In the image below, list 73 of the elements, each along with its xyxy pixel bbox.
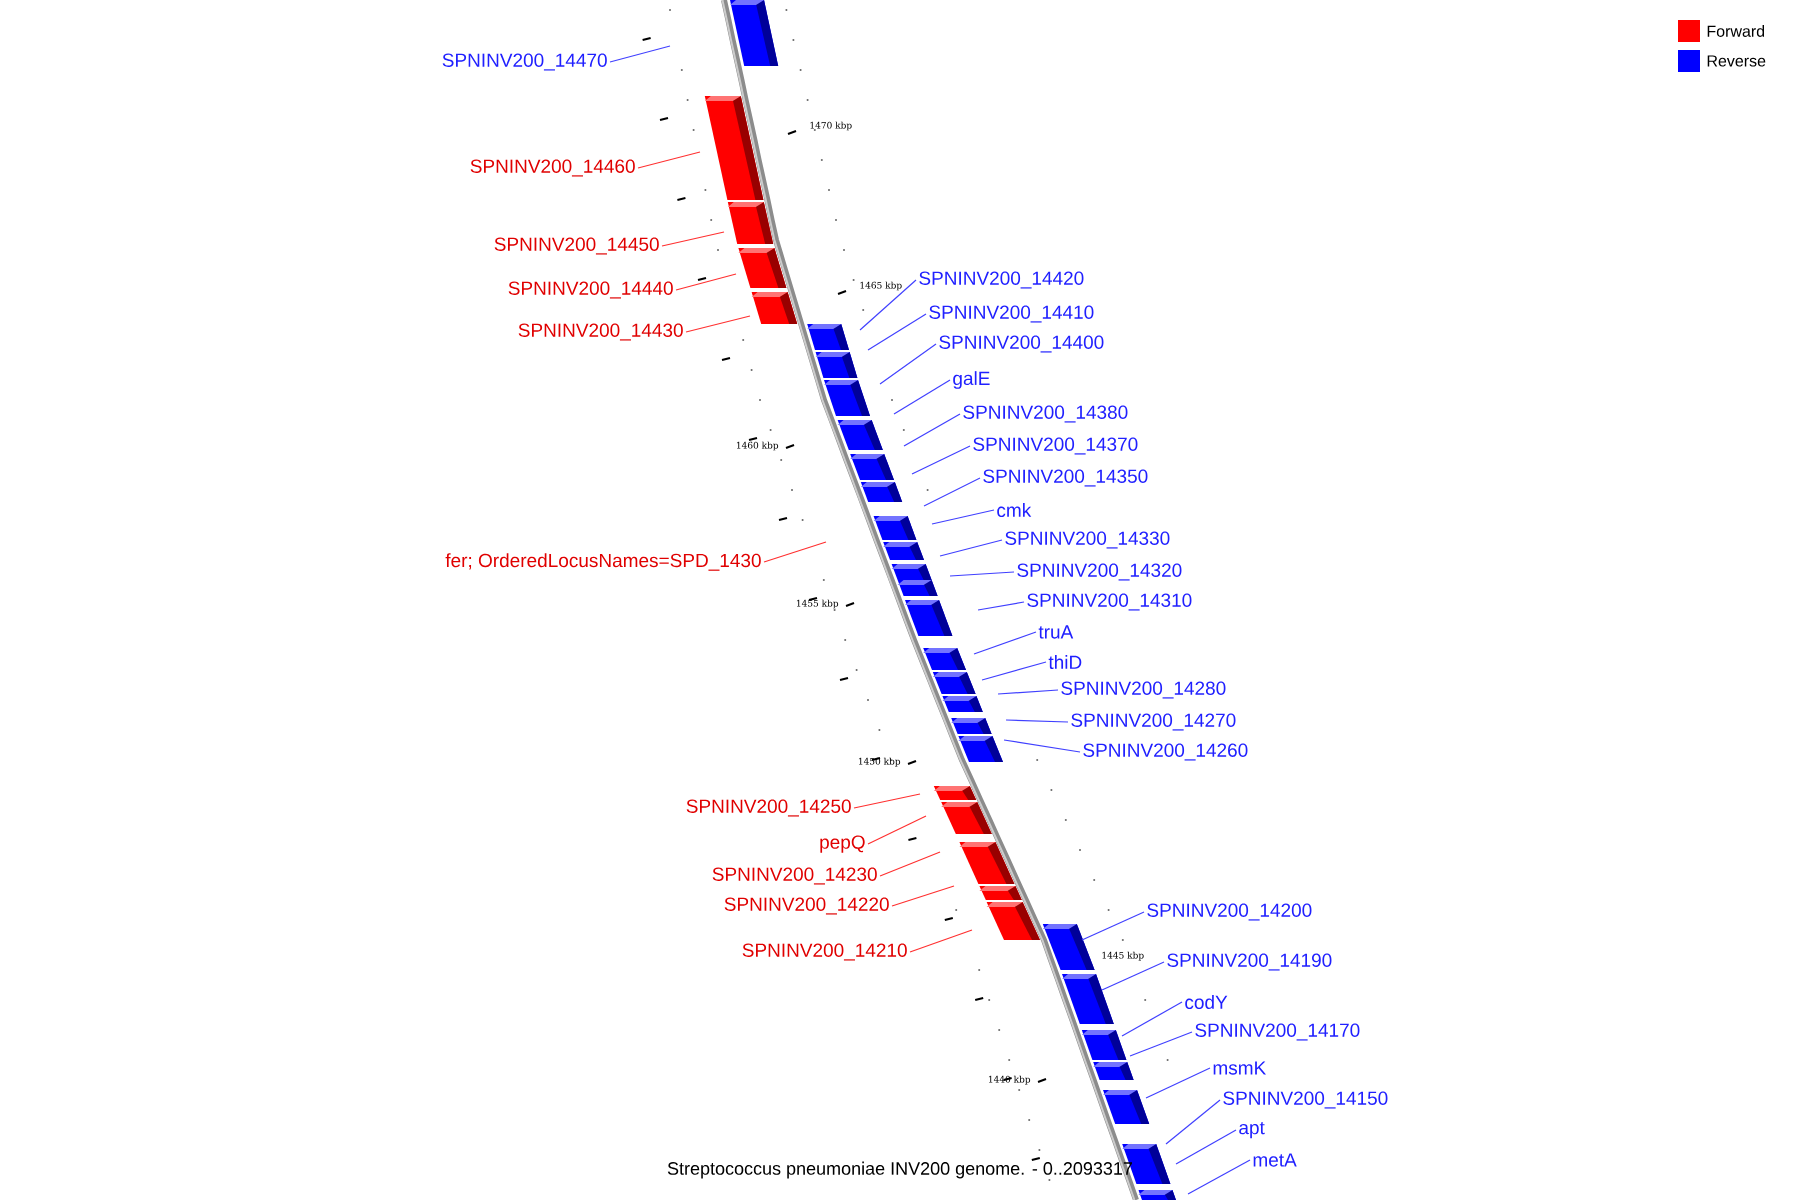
gene-label: SPNINV200_14440	[508, 281, 673, 299]
gene-label: metA	[1253, 1153, 1297, 1167]
leader-line	[1175, 1129, 1237, 1165]
leader-line	[637, 151, 701, 169]
gene-label: SPNINV200_14460	[470, 159, 635, 177]
gene-label: SPNINV200_14220	[724, 897, 889, 915]
gene-label: msmK	[1213, 1061, 1266, 1075]
gene-label: SPNINV200_14310	[1027, 593, 1192, 611]
leader-line	[977, 601, 1025, 611]
leader-line	[853, 793, 921, 809]
gene-label: SPNINV200_14350	[983, 469, 1148, 487]
leader-line	[685, 315, 751, 333]
leader-line	[903, 413, 961, 447]
gene-label: SPNINV200_14210	[742, 943, 907, 961]
gene-label: SPNINV200_14280	[1061, 681, 1226, 699]
gene-label: SPNINV200_14430	[518, 323, 683, 341]
leader-line	[1003, 739, 1081, 753]
leader-line	[909, 929, 973, 953]
gene-label: pepQ	[820, 835, 865, 853]
gene-label: SPNINV200_14260	[1083, 743, 1248, 761]
leader-line	[1101, 961, 1165, 991]
leader-line	[763, 541, 827, 563]
gene-label: SPNINV200_14470	[442, 53, 607, 71]
gene-label: SPNINV200_14230	[712, 867, 877, 885]
leader-line	[675, 273, 737, 291]
gene-label: codY	[1185, 995, 1228, 1009]
gene-label: fer; OrderedLocusNames=SPD_1430	[445, 553, 761, 571]
leader-line	[661, 231, 725, 247]
gene-label: SPNINV200_14420	[919, 271, 1084, 289]
gene-label: thiD	[1048, 655, 1082, 669]
leader-line	[939, 539, 1003, 557]
leader-line	[1121, 1001, 1183, 1037]
leader-line	[1165, 1099, 1221, 1145]
gene-label: truA	[1038, 625, 1074, 639]
leader-line	[609, 45, 671, 63]
gene-label: galE	[953, 371, 990, 389]
leader-line	[879, 851, 941, 877]
leader-line	[859, 279, 917, 331]
leader-line	[1129, 1031, 1193, 1057]
gene-label: cmk	[997, 503, 1032, 517]
leader-line	[949, 571, 1015, 577]
legend-label: Reverse	[1707, 55, 1766, 67]
gene-label: SPNINV200_14190	[1167, 953, 1332, 971]
leader-line	[981, 661, 1047, 681]
leader-line	[931, 509, 995, 525]
gene-label: SPNINV200_14250	[686, 799, 851, 817]
gene-label: SPNINV200_14330	[1005, 531, 1170, 549]
gene-label: apt	[1239, 1121, 1265, 1139]
leader-line	[891, 885, 955, 907]
leader-line	[1081, 911, 1145, 941]
leader-line	[1145, 1067, 1211, 1099]
caption: Streptococcus pneumoniae INV200 genome. - 0..2093317	[667, 1161, 1132, 1179]
legend-label: Forward	[1707, 25, 1765, 37]
leader-line	[893, 379, 951, 415]
leader-line	[867, 815, 927, 845]
leader-line	[879, 343, 937, 385]
gene-label: SPNINV200_14150	[1223, 1091, 1388, 1109]
gene-label: SPNINV200_14170	[1195, 1023, 1360, 1041]
leader-line	[867, 313, 927, 351]
gene-label: SPNINV200_14450	[494, 237, 659, 255]
gene-label: SPNINV200_14320	[1017, 563, 1182, 581]
leader-line	[997, 689, 1059, 695]
gene-label: SPNINV200_14380	[963, 405, 1128, 423]
leader-line	[923, 477, 981, 507]
leader-line	[1187, 1159, 1251, 1195]
gene-label: SPNINV200_14270	[1071, 713, 1236, 731]
leader-line	[1005, 719, 1069, 723]
leader-line	[973, 631, 1037, 655]
leader-line	[911, 445, 971, 475]
gene-label: SPNINV200_14200	[1147, 903, 1312, 921]
gene-label: SPNINV200_14400	[939, 335, 1104, 353]
gene-label: SPNINV200_14410	[929, 305, 1094, 323]
gene-label: SPNINV200_14370	[973, 437, 1138, 455]
